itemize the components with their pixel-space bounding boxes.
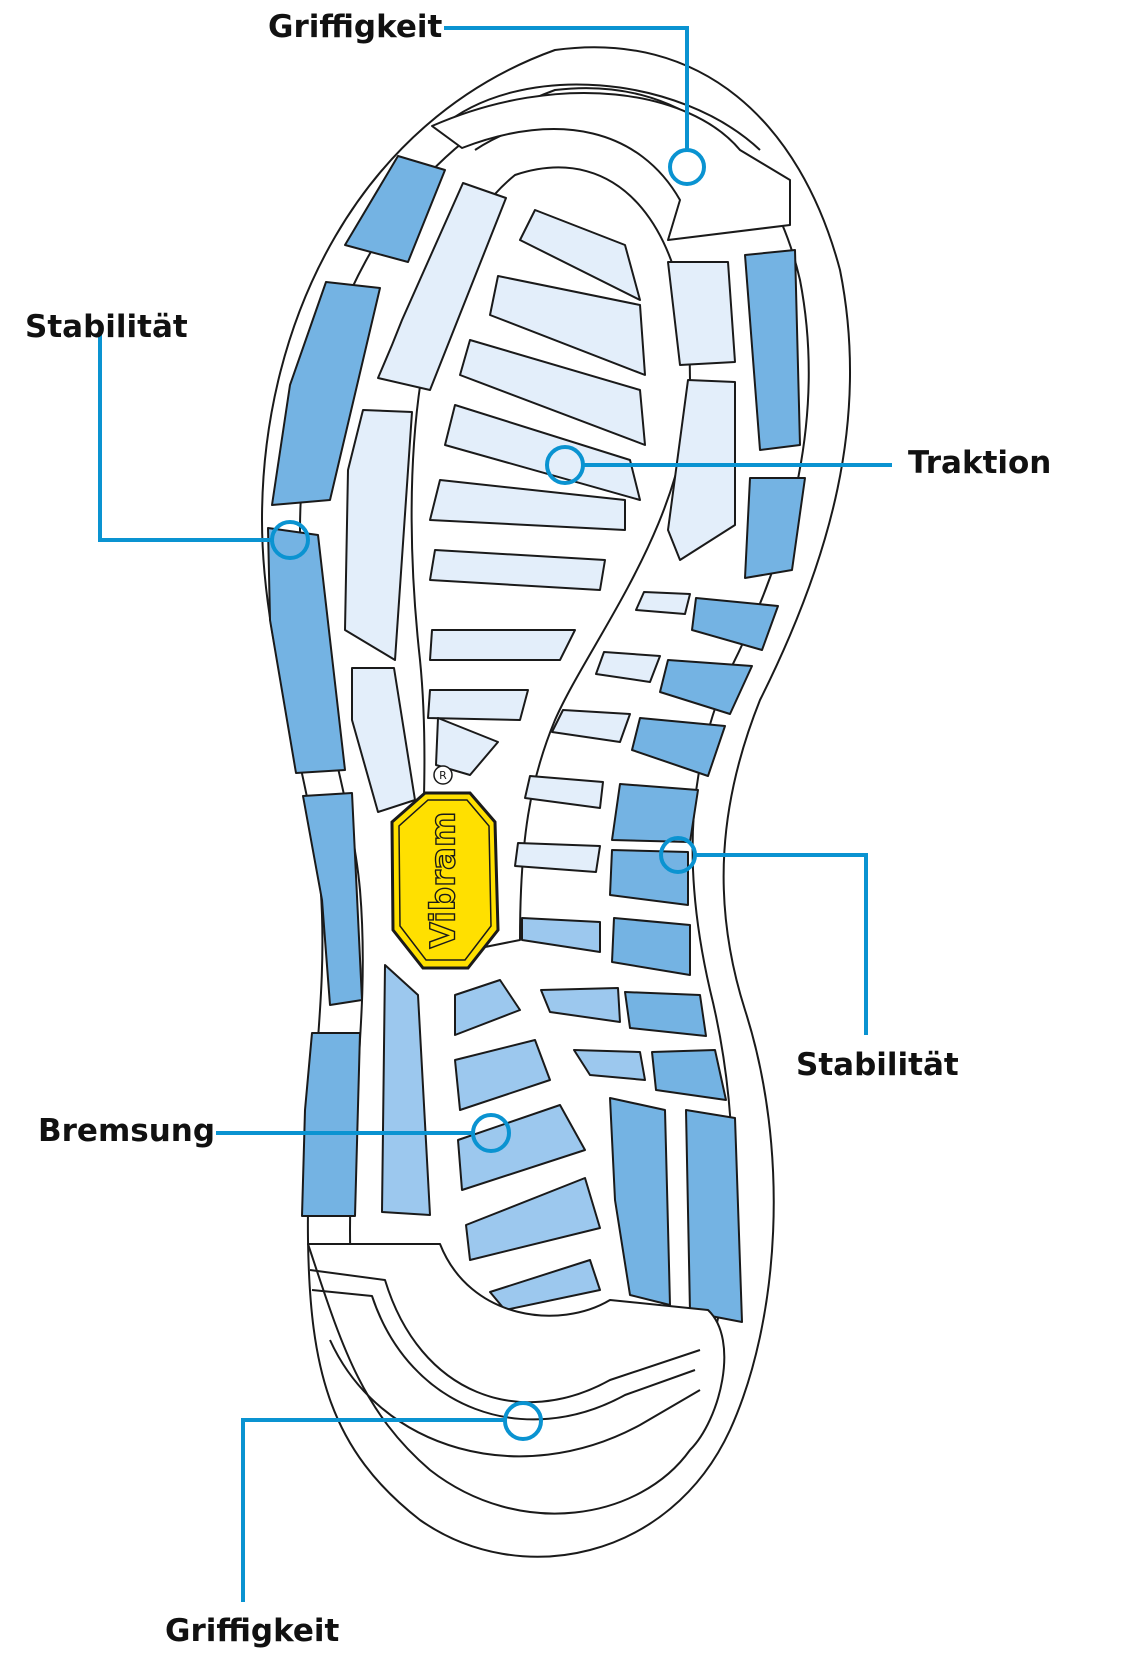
label-braking: Bremsung xyxy=(38,1116,215,1147)
label-stability-left: Stabilität xyxy=(25,312,188,343)
label-traction: Traktion xyxy=(908,448,1051,479)
label-grip-top: Griffigkeit xyxy=(268,12,442,43)
leader-stability-left xyxy=(100,330,272,540)
label-grip-bottom: Griffigkeit xyxy=(165,1616,339,1647)
sole xyxy=(262,47,850,1557)
registered-mark-letter: R xyxy=(439,769,447,782)
logo-wordmark: Vibram xyxy=(424,812,464,949)
label-stability-right: Stabilität xyxy=(796,1050,959,1081)
